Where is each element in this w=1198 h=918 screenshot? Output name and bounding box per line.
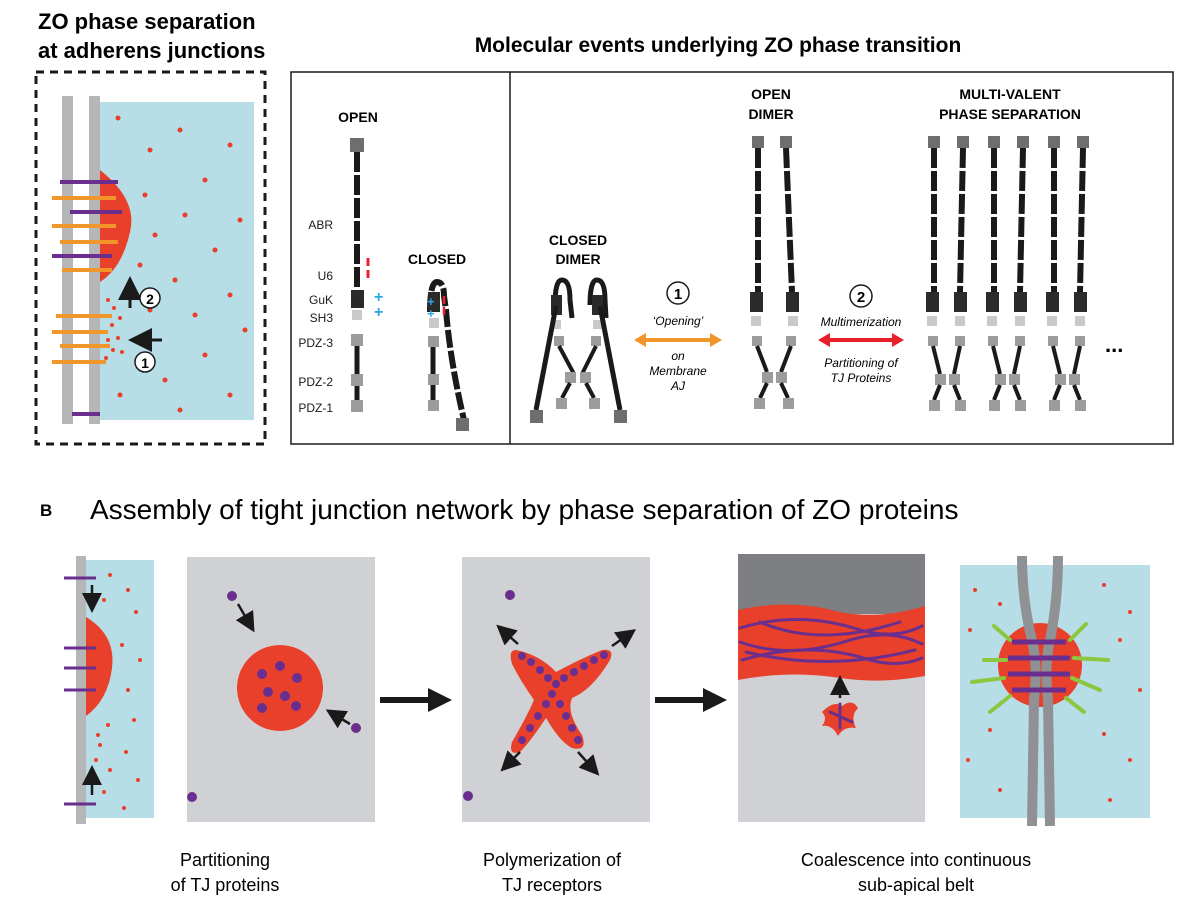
svg-text:+: +: [374, 289, 383, 306]
opening-label: ‘Opening’: [653, 314, 704, 328]
molecular-events-frame: [290, 71, 1174, 445]
domain-pdz2: PDZ-2: [298, 375, 333, 389]
left-title-line2: at adherens junctions: [38, 38, 265, 63]
step2-badge-left: 2: [146, 291, 154, 307]
caption1-line2: of TJ proteins: [171, 875, 280, 895]
step2-badge: 2: [857, 289, 865, 306]
left-title-line1: ZO phase separation: [38, 9, 256, 34]
progression-arrow-2: [655, 688, 727, 712]
panel-b-letter: B: [40, 501, 52, 520]
closed-dimer-line1: CLOSED: [549, 232, 607, 248]
caption3-line1: Coalescence into continuous: [801, 850, 1031, 870]
svg-text:+: +: [374, 304, 383, 321]
domain-guk: GuK: [309, 293, 333, 307]
domain-sh3: SH3: [310, 311, 334, 325]
domain-abr: ABR: [308, 218, 333, 232]
mv-line2: PHASE SEPARATION: [939, 106, 1081, 122]
partitioning-line1: Partitioning of: [824, 356, 899, 370]
mv-line1: MULTI-VALENT: [959, 86, 1061, 102]
open-label: OPEN: [338, 109, 378, 125]
zo-droplets: [104, 115, 248, 413]
caption2-line2: TJ receptors: [502, 875, 602, 895]
step1-badge-left: 1: [141, 355, 149, 371]
step1-badge: 1: [674, 286, 682, 303]
multimerization-step: 2 Multimerization Partitioning of TJ Pro…: [818, 284, 904, 385]
closed-label: CLOSED: [408, 251, 466, 267]
caption3-line2: sub-apical belt: [858, 875, 974, 895]
closed-dimer: CLOSED DIMER: [530, 232, 627, 423]
zo-condensate: [237, 645, 323, 731]
on-line2: Membrane: [649, 364, 707, 378]
closed-monomer: CLOSED + +: [408, 251, 469, 431]
on-line1: on: [671, 349, 685, 363]
domain-pdz1: PDZ-1: [298, 401, 333, 415]
domain-u6: U6: [318, 269, 334, 283]
open-dimer-line2: DIMER: [748, 106, 793, 122]
progression-arrow-1: [380, 688, 452, 712]
ellipsis: ...: [1105, 332, 1123, 357]
svg-text:+: +: [427, 306, 435, 321]
tight-junction-panel: [960, 555, 1150, 827]
open-dimer: OPEN DIMER: [748, 86, 799, 409]
adherens-junction-panel: 2 1: [34, 70, 267, 446]
coalescence-panel: [738, 554, 925, 822]
partitioning-panel: [187, 557, 375, 822]
domain-pdz3: PDZ-3: [298, 336, 333, 350]
junction-receptors-lower: [52, 314, 112, 416]
svg-text:+: +: [427, 294, 435, 309]
opening-step: 1 ‘Opening’ on Membrane AJ: [634, 281, 722, 393]
panel-b-title: Assembly of tight junction network by ph…: [90, 494, 958, 525]
right-title: Molecular events underlying ZO phase tra…: [475, 34, 962, 57]
closed-dimer-line2: DIMER: [555, 251, 600, 267]
multimerization-label: Multimerization: [821, 315, 902, 329]
caption1-line1: Partitioning: [180, 850, 270, 870]
open-monomer: OPEN + + ABR U6 GuK SH3 PDZ-3 PDZ-2 PDZ-…: [298, 109, 383, 415]
polymerization-panel: [462, 557, 650, 822]
membrane-strip: [64, 556, 154, 824]
on-line3: AJ: [670, 379, 686, 393]
caption2-line1: Polymerization of: [483, 850, 622, 870]
junction-receptors-upper: [52, 180, 122, 272]
multivalent-network: MULTI-VALENT PHASE SEPARATION ...: [926, 86, 1123, 411]
open-dimer-line1: OPEN: [751, 86, 791, 102]
partitioning-line2: TJ Proteins: [831, 371, 892, 385]
